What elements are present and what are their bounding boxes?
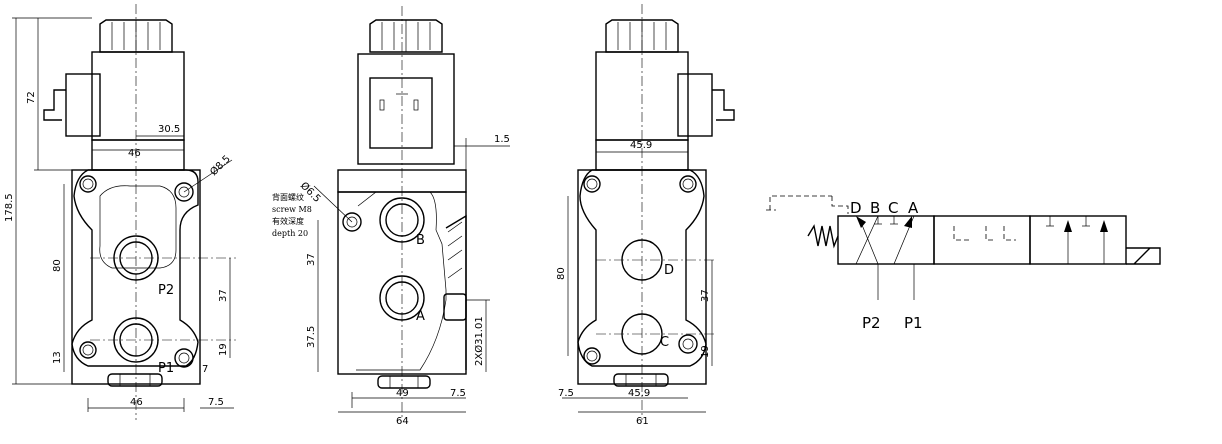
dim-upper-37: 37 [306,253,317,266]
symbol-pos-3 [1029,215,1127,265]
symbol-spring [807,224,839,249]
front-view: P2 P1 178.5 72 30.5 46 Ø8.5 80 37 13 19 … [4,4,236,420]
symbol-port-d: D [850,199,862,217]
dim-small-7: 7 [202,364,208,375]
hydraulic-symbol: D B C A P2 P1 [766,195,1161,332]
label-b: B [416,233,425,248]
port-a-circle [379,275,425,321]
dim-coil-width: 46 [128,148,141,159]
side-coil-body [357,53,455,165]
symbol-port-c: C [888,199,898,217]
symbol-port-p1: P1 [904,314,923,332]
dim-overall-height: 178.5 [4,193,15,222]
dim-hole-offset-19: 19 [218,343,229,356]
note-line-1: 背面螺纹 [272,192,304,202]
side-bolt-hole [342,212,362,232]
dim-back-port-spacing: 37 [700,289,711,302]
dim-width-64: 64 [396,416,409,427]
symbol-port-b: B [870,199,880,217]
dim-back-hole-spacing: 80 [556,267,567,280]
dim-gap-15: 1.5 [494,134,510,145]
dim-back-coil-width: 45.9 [630,140,652,151]
note-line-3: 有效深度 [272,216,304,226]
dim-back-offset-19: 19 [700,345,711,358]
dim-port-spacing: 37 [218,289,229,302]
label-p1: P1 [158,361,174,376]
label-d: D [664,263,674,278]
note-line-2: screw M8 [272,205,312,214]
port-b-circle [379,197,425,243]
label-p2: P2 [158,283,174,298]
label-a: A [416,309,425,324]
dim-offset-75: 7.5 [450,388,466,399]
dim-bottom-offset: 13 [52,351,63,364]
dim-mount-hole: Ø8.5 [208,153,233,178]
dim-back-width-61: 61 [636,416,649,427]
dim-center-49: 49 [396,388,409,399]
back-valve-body [577,169,707,367]
symbol-solenoid [1126,247,1161,265]
dim-lower-375: 37.5 [306,326,317,348]
side-coil-knob [369,19,443,53]
symbol-port-a: A [908,199,919,217]
dim-back-base: 45.9 [628,388,650,399]
dim-coil-height: 72 [26,91,37,104]
dim-hole-spacing: 80 [52,259,63,272]
symbol-port-p2: P2 [862,314,881,332]
symbol-pos-1 [837,215,935,265]
dim-edge-offset: 7.5 [208,397,224,408]
dim-port-size: 2XØ31.01 [473,316,485,366]
back-view: D C 45.9 80 37 19 7.5 45.9 61 [556,4,735,427]
front-valve-body [71,169,199,367]
note-line-4: depth 20 [272,229,308,238]
side-connector [369,77,433,149]
dim-coil-offset: 30.5 [158,124,180,135]
side-view: B A Ø6.5 背面螺纹 screw M8 有效深度 depth 20 1.5… [272,6,510,427]
dim-base-width: 46 [130,397,143,408]
label-c: C [660,335,669,350]
dim-back-left-75: 7.5 [558,388,574,399]
